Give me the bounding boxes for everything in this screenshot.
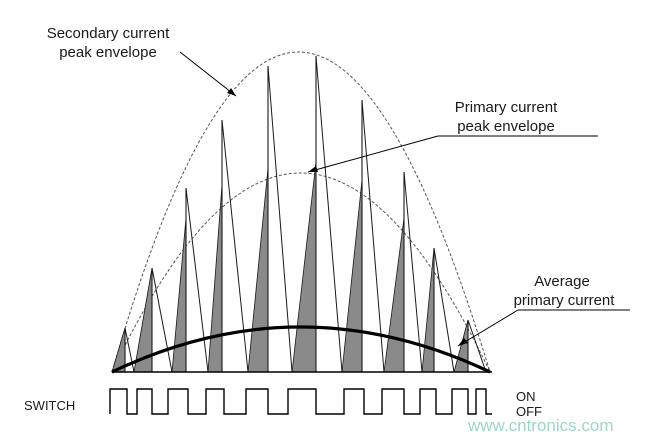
primary-current-ramp bbox=[207, 184, 223, 373]
average-current-arrowhead bbox=[458, 338, 468, 346]
primary-current-ramp bbox=[421, 247, 435, 373]
secondary-current-decay bbox=[467, 319, 487, 373]
primary-current-ramp bbox=[341, 179, 363, 373]
switch-on-label: ON bbox=[516, 389, 536, 404]
primary-envelope-label-line2: peak envelope bbox=[457, 118, 555, 135]
secondary-envelope-arrowhead bbox=[227, 88, 236, 96]
watermark-text: www.cntronics.com bbox=[467, 416, 613, 435]
primary-envelope-label-line1: Primary current bbox=[455, 99, 558, 116]
secondary-current-decay bbox=[267, 65, 293, 373]
secondary-current-decay bbox=[403, 171, 423, 373]
primary-envelope-curve bbox=[111, 172, 491, 373]
primary-current-ramp bbox=[247, 167, 269, 373]
secondary-current-decay bbox=[361, 99, 385, 373]
secondary-envelope-pointer bbox=[179, 51, 237, 97]
average-current-pointer bbox=[457, 309, 519, 347]
current-sawtooth-waveform bbox=[111, 55, 487, 373]
switch-off-label: OFF bbox=[516, 404, 542, 419]
secondary-current-decay bbox=[315, 55, 343, 373]
primary-current-ramp bbox=[291, 161, 317, 373]
secondary-envelope-label-line2: peak envelope bbox=[59, 44, 157, 61]
secondary-current-decay bbox=[185, 187, 209, 373]
primary-current-ramp bbox=[453, 319, 469, 373]
secondary-current-decay bbox=[433, 247, 455, 373]
secondary-envelope-curve bbox=[111, 51, 491, 373]
switch-waveform bbox=[109, 388, 492, 415]
average-current-label-line2: primary current bbox=[514, 292, 616, 309]
average-primary-current-curve bbox=[111, 325, 491, 374]
switch-label: SWITCH bbox=[24, 398, 75, 413]
primary-envelope-arrowhead bbox=[308, 166, 318, 172]
secondary-current-decay bbox=[124, 327, 135, 373]
primary-current-ramp bbox=[171, 217, 187, 373]
average-current-label-line1: Average bbox=[534, 273, 590, 290]
secondary-envelope-label-line1: Secondary current bbox=[47, 25, 170, 42]
primary-envelope-pointer bbox=[307, 135, 439, 173]
secondary-current-decay bbox=[151, 267, 173, 373]
primary-current-ramp bbox=[383, 217, 405, 373]
